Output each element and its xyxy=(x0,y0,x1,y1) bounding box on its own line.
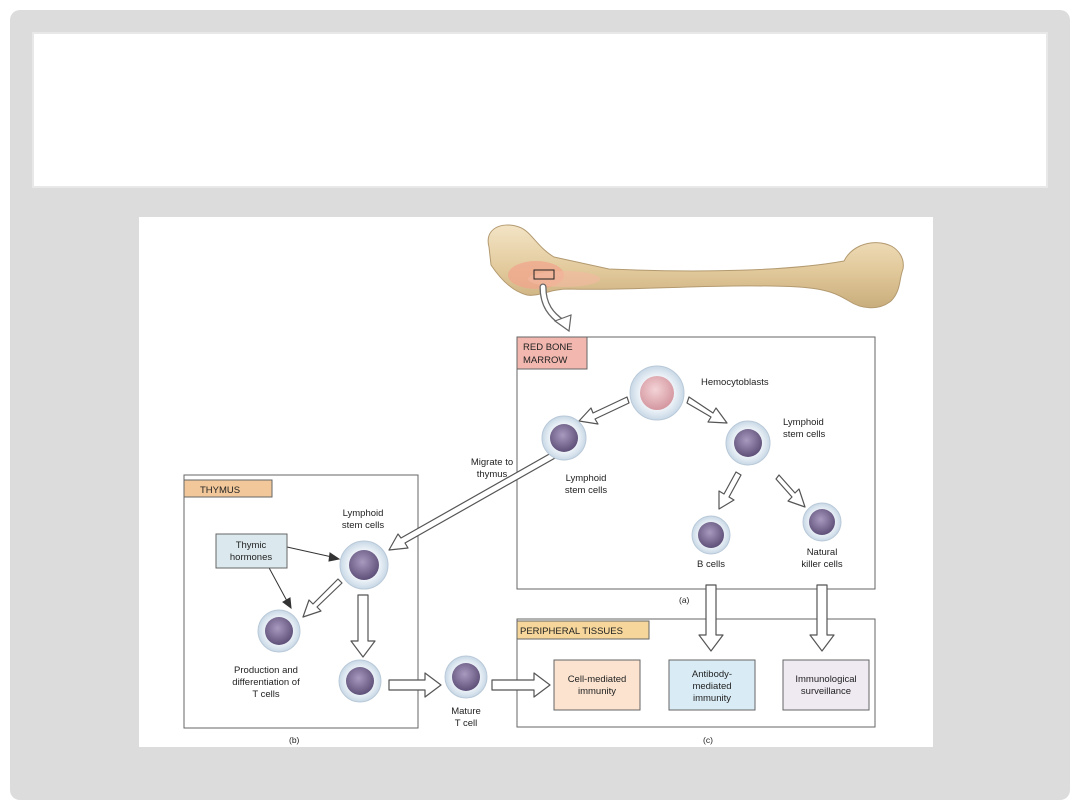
lymphoid-left-line1: Lymphoid xyxy=(566,473,607,484)
femur-bone-illustration xyxy=(487,224,904,333)
hemocytoblast-cell xyxy=(629,365,685,421)
arrow-to-immunological-surveillance xyxy=(809,584,835,652)
arrow-to-lymphoid-right xyxy=(686,396,728,424)
lymphoid-right-line1: Lymphoid xyxy=(783,417,824,428)
lymphoid-stem-cell-thymus xyxy=(339,540,389,590)
hormone-arrow-to-stem-cell xyxy=(286,546,333,558)
cell-mediated-immunity-box: Cell-mediated immunity xyxy=(553,659,641,711)
lymphoid-left-line2: stem cells xyxy=(565,485,607,496)
peripheral-tissues-header: PERIPHERAL TISSUES xyxy=(520,626,623,637)
sample-region-marker xyxy=(533,269,555,280)
mature-t-cell xyxy=(444,655,488,699)
b-cell xyxy=(691,515,731,555)
hemocytoblasts-label: Hemocytoblasts xyxy=(701,377,769,388)
migrate-line2: thymus xyxy=(477,469,508,480)
thymic-hormone-arrows xyxy=(266,546,341,610)
lymphocyte-origin-figure: RED BONE MARROW (a) THYMUS (b) PERIPHERA… xyxy=(139,217,933,747)
thymus-header-box xyxy=(183,479,273,498)
natural-killer-cell xyxy=(802,502,842,542)
surveillance-line1: Immunological xyxy=(795,674,856,685)
arrow-to-mature-t-cell xyxy=(388,672,442,698)
hormone-arrow-to-differentiating-cell xyxy=(266,563,288,602)
peripheral-tissues-header-box xyxy=(516,620,650,640)
thymic-hormones-line2: hormones xyxy=(230,552,272,563)
arrow-to-lymphoid-left xyxy=(578,396,630,425)
red-bone-marrow-header-line2: MARROW xyxy=(523,355,567,366)
caption-a: (a) xyxy=(679,595,690,605)
nk-line2: killer cells xyxy=(801,559,842,570)
thymic-hormones-line1: Thymic xyxy=(236,540,267,551)
arrow-to-antibody-immunity xyxy=(698,584,724,652)
thymic-hormones-box: Thymic hormones xyxy=(215,533,288,569)
nk-line1: Natural xyxy=(807,547,838,558)
arrow-to-nk-cells xyxy=(775,474,806,508)
arrow-to-t-cell-thymus xyxy=(350,594,376,658)
slide-title-area xyxy=(32,32,1048,188)
antibody-line2: mediated xyxy=(692,681,731,692)
migrate-line1: Migrate to xyxy=(471,457,513,468)
red-bone-marrow-header-box xyxy=(516,336,588,370)
mature-t-line1: Mature xyxy=(451,706,481,717)
cell-mediated-line1: Cell-mediated xyxy=(568,674,627,685)
immunological-surveillance-box: Immunological surveillance xyxy=(782,659,870,711)
lymphoid-stem-cell-right xyxy=(725,420,771,466)
panel-red-bone-marrow: RED BONE MARROW (a) xyxy=(516,336,876,605)
red-bone-marrow-header-line1: RED BONE xyxy=(523,342,573,353)
production-line2: differentiation of xyxy=(232,677,300,688)
antibody-line3: immunity xyxy=(693,693,731,704)
b-cells-label: B cells xyxy=(697,559,725,570)
production-line3: T cells xyxy=(252,689,280,700)
caption-c: (c) xyxy=(703,735,713,745)
lymphoid-right-line2: stem cells xyxy=(783,429,825,440)
lymphoid-stem-cell-left xyxy=(541,415,587,461)
t-cell-in-thymus xyxy=(338,659,382,703)
antibody-line1: Antibody- xyxy=(692,669,732,680)
mature-t-line2: T cell xyxy=(455,718,478,729)
thymus-lymphoid-line1: Lymphoid xyxy=(343,508,384,519)
arrow-to-b-cells xyxy=(718,471,742,510)
arrow-to-differentiating-cell xyxy=(302,578,343,618)
cells xyxy=(257,365,842,703)
antibody-mediated-immunity-box: Antibody- mediated immunity xyxy=(668,659,756,711)
caption-b: (b) xyxy=(289,735,300,745)
thymus-header: THYMUS xyxy=(200,485,240,496)
surveillance-line2: surveillance xyxy=(801,686,851,697)
arrow-to-cell-mediated-immunity xyxy=(491,672,551,698)
cell-mediated-line2: immunity xyxy=(578,686,616,697)
differentiating-t-cell xyxy=(257,609,301,653)
production-line1: Production and xyxy=(234,665,298,676)
thymus-lymphoid-line2: stem cells xyxy=(342,520,384,531)
arrow-migrate-to-thymus xyxy=(388,443,572,551)
diagram-svg: RED BONE MARROW (a) THYMUS (b) PERIPHERA… xyxy=(183,224,904,745)
flow-arrows xyxy=(302,396,835,698)
diagram-labels: Hemocytoblasts Lymphoid stem cells Lymph… xyxy=(232,377,843,729)
